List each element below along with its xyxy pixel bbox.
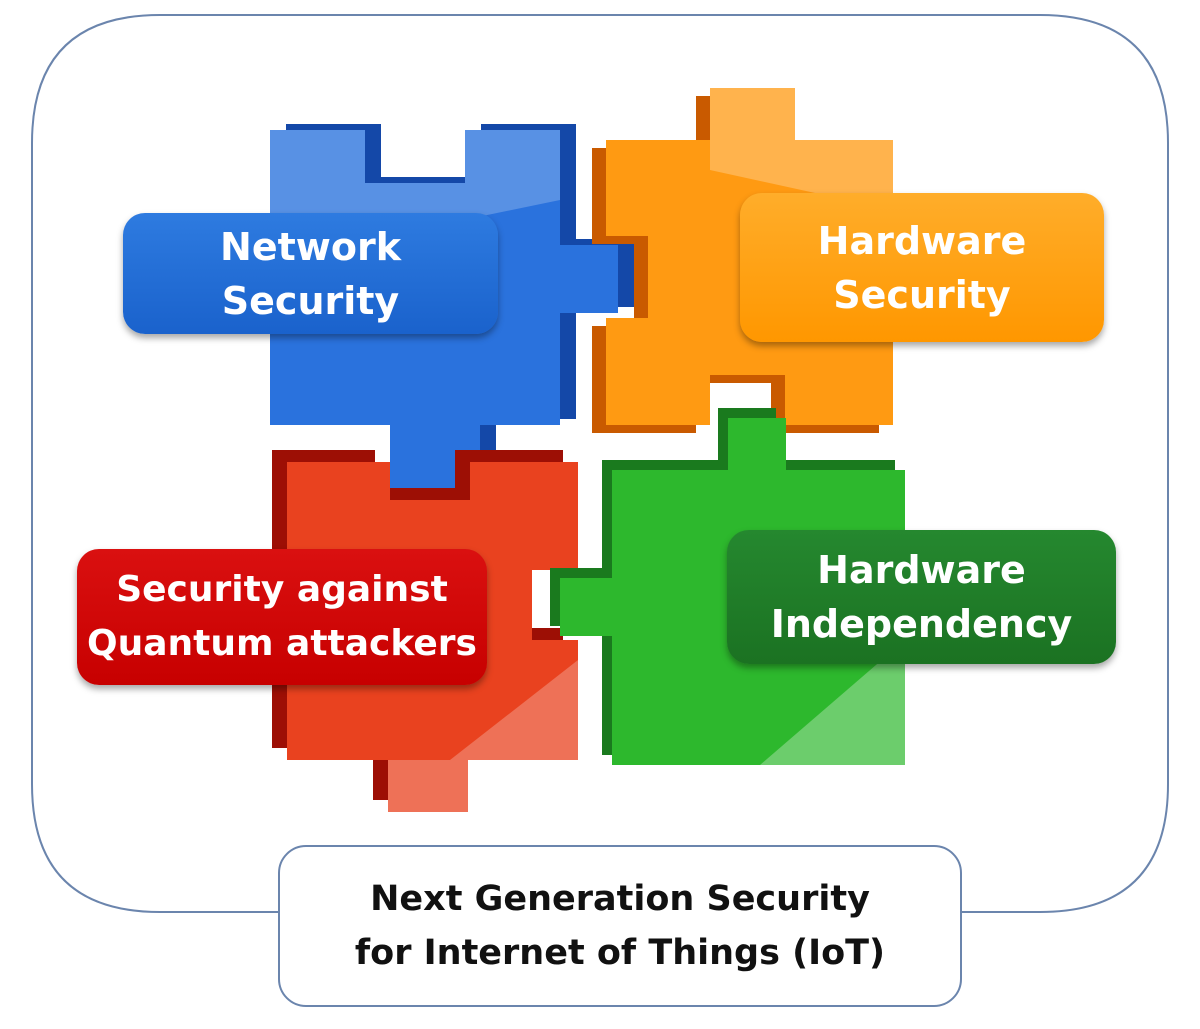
label-quantum-security: Security against Quantum attackers — [77, 549, 487, 685]
caption-line1: Next Generation Security — [370, 879, 870, 919]
label-hardware-line1: Hardware — [817, 218, 1027, 263]
outer-frame — [31, 14, 1169, 913]
label-network-security: Network Security — [123, 213, 498, 334]
puzzle-piece-quantum-highlight — [388, 660, 578, 812]
label-hardware-line2: Security — [833, 272, 1011, 317]
caption-line2: for Internet of Things (IoT) — [354, 933, 886, 973]
label-quantum-line1: Security against — [116, 569, 448, 610]
label-quantum-line2: Quantum attackers — [87, 623, 477, 664]
puzzle-piece-hardware-highlight — [710, 88, 893, 210]
label-hardware-security: Hardware Security — [740, 193, 1104, 342]
label-network-line2: Security — [221, 278, 400, 323]
label-hardware-independency: Hardware Independency — [727, 530, 1116, 664]
label-network-line1: Network — [220, 224, 401, 269]
label-indep-line1: Hardware — [817, 548, 1026, 592]
caption-box: Next Generation Security for Internet of… — [278, 845, 962, 1007]
puzzle-piece-indep-highlight — [760, 640, 905, 765]
label-indep-line2: Independency — [770, 602, 1073, 646]
